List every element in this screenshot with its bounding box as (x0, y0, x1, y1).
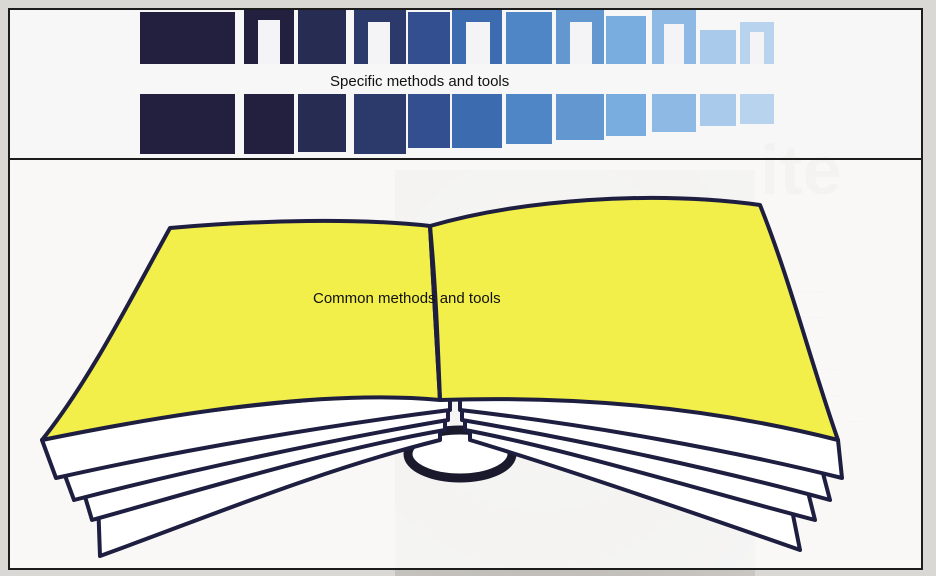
specific-methods-label: Specific methods and tools (330, 73, 509, 90)
open-book-icon (42, 198, 842, 556)
common-methods-label: Common methods and tools (313, 290, 501, 307)
